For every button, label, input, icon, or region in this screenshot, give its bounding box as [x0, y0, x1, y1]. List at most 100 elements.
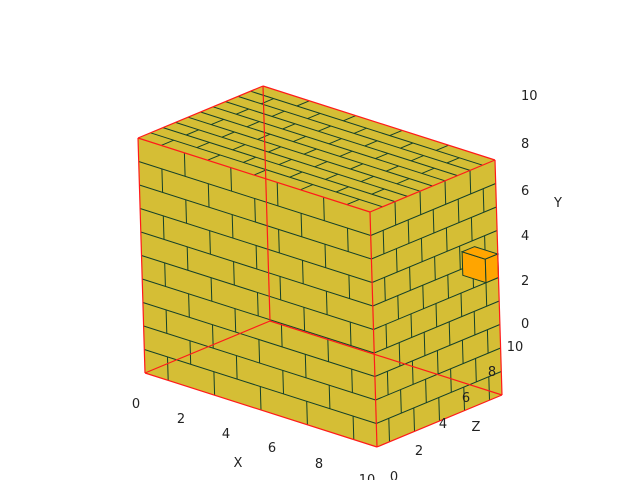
y-tick-8: 8 — [521, 137, 529, 152]
front-joint-seam — [210, 277, 213, 302]
right-joint-seam — [388, 418, 390, 442]
front-joint-seam — [306, 401, 308, 425]
right-joint-seam — [461, 340, 464, 364]
y-tick-2: 2 — [521, 274, 529, 289]
front-joint-seam — [234, 308, 237, 333]
front-joint-seam — [278, 229, 280, 253]
top-joint-seam — [328, 138, 342, 145]
x-tick-8: 8 — [315, 457, 323, 472]
front-joint-seam — [213, 371, 216, 396]
right-joint-seam — [475, 358, 477, 382]
right-joint-seam — [436, 350, 439, 375]
front-joint-seam — [304, 354, 307, 378]
top-row-seam — [250, 90, 483, 166]
right-joint-seam — [425, 379, 427, 403]
top-joint-seam — [446, 157, 460, 164]
right-joint-seam — [450, 368, 452, 393]
top-joint-seam — [207, 154, 221, 161]
top-joint-seam — [296, 100, 310, 107]
front-joint-seam — [279, 276, 282, 300]
front-joint-seam — [259, 386, 262, 411]
top-joint-seam — [307, 112, 321, 120]
right-joint-seam — [448, 321, 451, 346]
front-joint-seam — [183, 152, 186, 177]
top-joint-seam — [435, 144, 449, 151]
top-joint-seam — [396, 178, 410, 185]
front-joint-seam — [349, 322, 352, 346]
cube-edge — [262, 85, 271, 322]
right-joint-seam — [420, 238, 423, 262]
cube-edge — [369, 211, 378, 448]
right-joint-seam — [419, 191, 422, 215]
front-joint-seam — [235, 355, 238, 380]
front-joint-seam — [258, 339, 261, 364]
right-joint-seam — [470, 217, 473, 241]
y-tick-6: 6 — [521, 184, 529, 199]
cube-edge — [376, 394, 503, 448]
cube-edge — [137, 137, 146, 374]
z-tick-6: 6 — [462, 391, 470, 406]
front-joint-seam — [188, 293, 190, 318]
top-joint-seam — [289, 171, 303, 178]
top-joint-seam — [282, 123, 296, 130]
highlight-right — [484, 253, 500, 284]
right-joint-seam — [386, 371, 389, 395]
right-joint-seam — [473, 311, 476, 335]
z-tick-10: 10 — [507, 340, 524, 355]
front-joint-seam — [165, 309, 168, 334]
top-joint-seam — [232, 144, 246, 151]
top-joint-seam — [186, 129, 199, 136]
top-joint-seam — [346, 198, 360, 206]
top-joint-seam — [278, 158, 292, 166]
front-joint-seam — [164, 262, 166, 287]
right-joint-seam — [488, 376, 490, 401]
y-tick-10: 10 — [521, 89, 538, 104]
right-joint-seam — [395, 248, 398, 273]
right-joint-seam — [384, 277, 386, 301]
front-joint-seam — [348, 275, 351, 299]
top-joint-seam — [221, 131, 235, 138]
right-joint-seam — [445, 227, 448, 252]
front-joint-seam — [185, 199, 187, 224]
x-tick-6: 6 — [268, 441, 276, 456]
top-joint-seam — [371, 188, 385, 195]
cube-edges — [137, 85, 503, 448]
front-joint-seam — [325, 291, 328, 315]
z-tick-4: 4 — [439, 417, 447, 432]
cube-edge — [137, 85, 264, 139]
top-joint-seam — [293, 135, 306, 143]
x-tick-2: 2 — [177, 412, 185, 427]
front-joint-seam — [324, 244, 327, 268]
top-joint-seam — [335, 186, 349, 193]
front-joint-seam — [302, 260, 304, 284]
front-row-seam — [139, 208, 373, 283]
top-joint-seam — [389, 129, 403, 137]
front-joint-seam — [300, 213, 303, 237]
top-joint-seam — [271, 110, 285, 117]
right-joint-seam — [463, 387, 465, 411]
front-joint-seam — [280, 323, 283, 347]
front-joint-seam — [352, 416, 355, 440]
block-seams — [138, 90, 502, 442]
front-joint-seam — [328, 385, 331, 409]
top-joint-seam — [161, 139, 174, 146]
x-tick-10: 10 — [359, 473, 376, 480]
right-joint-seam — [460, 293, 463, 317]
right-joint-seam — [409, 266, 411, 291]
front-joint-seam — [207, 183, 210, 208]
top-joint-seam — [318, 125, 331, 132]
front-joint-seam — [303, 307, 306, 331]
front-joint-seam — [189, 340, 192, 365]
top-joint-seam — [303, 148, 317, 155]
cube-edge — [369, 159, 496, 213]
z-tick-8: 8 — [488, 365, 496, 380]
right-joint-seam — [435, 303, 438, 328]
cube-edge — [144, 320, 271, 374]
top-joint-seam — [375, 152, 389, 160]
z-axis-ticks: 0 2 4 6 8 10 — [390, 340, 523, 480]
x-axis-label: X — [234, 456, 243, 471]
right-joint-seam — [459, 246, 461, 270]
front-joint-seam — [233, 261, 235, 286]
right-joint-seam — [394, 201, 397, 226]
front-joint-seam — [276, 182, 279, 206]
